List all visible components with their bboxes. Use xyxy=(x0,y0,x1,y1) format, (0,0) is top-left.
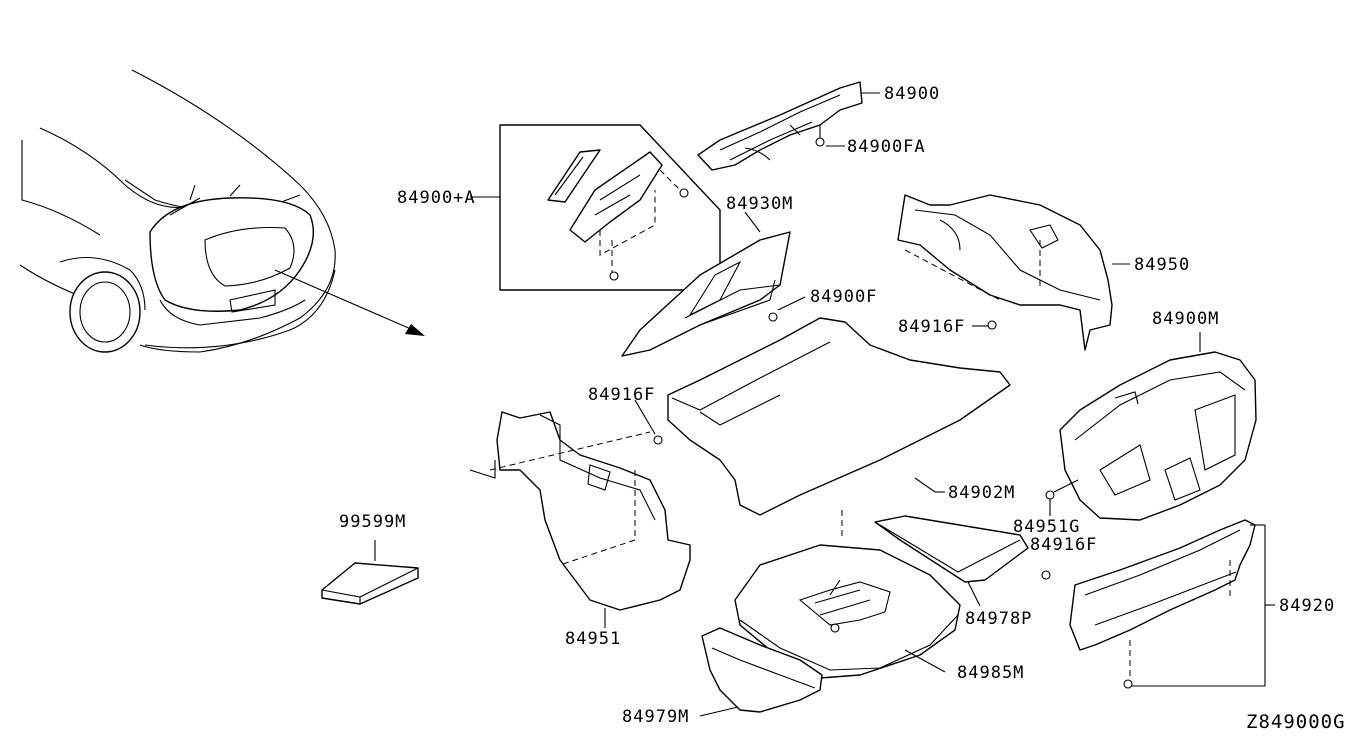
callout-84916f-left: 84916F xyxy=(588,385,655,405)
part-84900a-kit xyxy=(470,124,721,291)
part-84951-side-finisher xyxy=(469,399,691,628)
callout-84978p: 84978P xyxy=(965,609,1032,629)
callout-84985m: 84985M xyxy=(957,663,1024,683)
callout-99599m: 99599M xyxy=(339,512,406,532)
callout-84900f: 84900F xyxy=(810,287,877,307)
part-84979m-floor-mat xyxy=(699,627,823,717)
callout-84916f-right: 84916F xyxy=(1030,535,1097,555)
callout-84916f-top: 84916F xyxy=(898,317,965,337)
callout-84979m: 84979M xyxy=(622,707,689,727)
diagram-id: Z849000G xyxy=(1246,711,1346,733)
callout-84900fa: 84900FA xyxy=(847,137,926,157)
callout-84951g: 84951G xyxy=(1013,517,1080,537)
callout-84900m: 84900M xyxy=(1152,309,1219,329)
callout-84930m: 84930M xyxy=(726,194,793,214)
vehicle-rear-illustration xyxy=(19,69,425,353)
part-84920-rear-finisher xyxy=(1041,519,1275,689)
part-84902m-floor-carpet xyxy=(667,317,1011,540)
callout-84951: 84951 xyxy=(565,629,621,649)
callout-84900: 84900 xyxy=(884,84,940,104)
part-99599m-box xyxy=(321,540,419,605)
part-84950-side-finisher xyxy=(897,194,1130,351)
callout-84902m: 84902M xyxy=(948,483,1015,503)
part-84985m-spare-cover xyxy=(734,544,961,679)
part-84930m-shelf xyxy=(621,211,806,357)
callout-labels: 84900 84900FA 84900+A 84930M 84900F 8495… xyxy=(339,84,1346,733)
part-84978p-floor-board xyxy=(874,515,1029,607)
callout-84900a: 84900+A xyxy=(397,188,476,208)
callout-84950: 84950 xyxy=(1134,255,1190,275)
part-84900m-lid-trim xyxy=(1045,332,1257,521)
part-84900-shelf-brace xyxy=(697,81,880,171)
callout-84920: 84920 xyxy=(1279,596,1335,616)
